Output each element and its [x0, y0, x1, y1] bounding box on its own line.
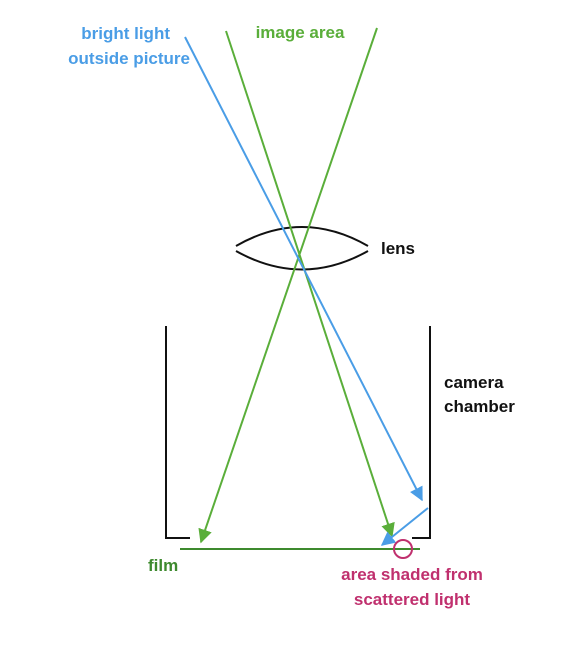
lens-label: lens: [381, 239, 415, 258]
bright-light-label-line1: bright light: [81, 24, 170, 43]
image-ray-right: [198, 27, 378, 544]
lens-lower-arc: [235, 250, 369, 271]
shaded-area-circle: [393, 539, 413, 559]
bright-light-ray: [184, 36, 423, 502]
lens-shape: [235, 226, 369, 271]
chamber-right-wall: [412, 326, 431, 539]
bright-light-label-line2: outside picture: [68, 49, 190, 68]
film-label: film: [148, 556, 178, 575]
shaded-area-label-line2: scattered light: [354, 590, 471, 609]
lens-upper-arc: [235, 226, 369, 247]
camera-chamber: [165, 326, 431, 539]
camera-chamber-label-line2: chamber: [444, 397, 515, 416]
image-ray-left: [225, 30, 395, 538]
camera-chamber-label-line1: camera: [444, 373, 504, 392]
scattered-light-ray: [380, 507, 429, 546]
image-area-label: image area: [256, 23, 345, 42]
chamber-left-wall: [165, 326, 190, 539]
shaded-area-label-line1: area shaded from: [341, 565, 483, 584]
